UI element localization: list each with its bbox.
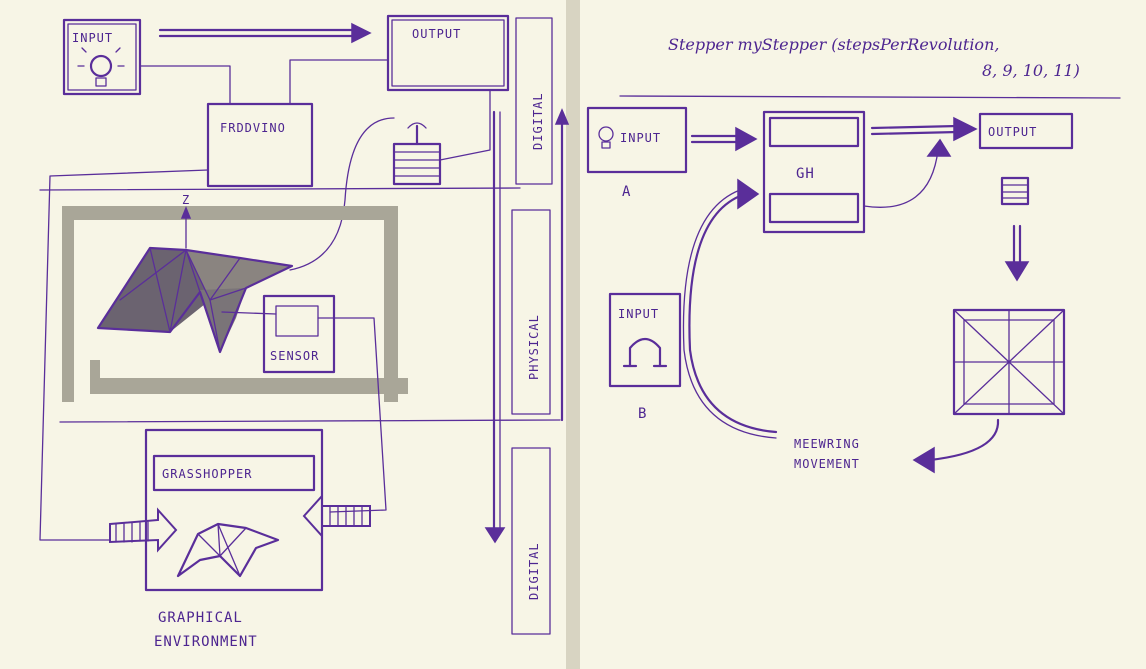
- input-bulb-box: INPUT: [62, 18, 142, 96]
- input-b-label: INPUT: [618, 307, 659, 321]
- graphical-environment-box: GRASSHOPPER: [144, 428, 324, 592]
- physical-zone-top-line: [39, 187, 521, 191]
- wire-arduino-to-output: [289, 59, 389, 105]
- code-line-1: Stepper myStepper (stepsPerRevolution,: [668, 35, 999, 54]
- arrow-down-digital-to-physical: [484, 110, 506, 544]
- physical-label: PHYSICAL: [527, 314, 541, 380]
- arrow-up-physical-to-digital: [554, 108, 570, 422]
- wire-sensor-to-grasshopper: [317, 317, 387, 513]
- arrow-gh-lower-to-output: [863, 149, 939, 208]
- zone-label-physical: PHYSICAL: [511, 209, 551, 415]
- right-page-top-line: [619, 95, 1121, 99]
- gh-label: GH: [796, 166, 815, 182]
- arrow-left-into-grasshopper: [109, 507, 178, 553]
- grasshopper-label: GRASSHOPPER: [162, 467, 252, 481]
- zone-label-digital-bottom: DIGITAL: [511, 447, 551, 635]
- movement-label-line1: MEEWRING: [794, 437, 860, 451]
- digital-bottom-label: DIGITAL: [527, 542, 541, 600]
- wire-stepper-to-model: [289, 117, 395, 271]
- left-page: [0, 0, 566, 669]
- arrow-gh-to-output: [870, 116, 978, 142]
- wire-arduino-to-grasshopper: [39, 169, 209, 541]
- gh-component: GH: [762, 110, 866, 234]
- movement-label-line2: MOVEMENT: [794, 457, 860, 471]
- wire-model-to-sensor: [221, 311, 277, 315]
- digital-faceted-model: [176, 522, 280, 578]
- wire-input-to-arduino: [139, 65, 231, 105]
- label-b: B: [638, 406, 647, 422]
- input-label: INPUT: [72, 31, 113, 45]
- input-a-box: INPUT: [586, 106, 688, 174]
- arrow-input-a-to-gh: [690, 126, 758, 152]
- arrow-panel-to-movement-head: [912, 446, 935, 474]
- light-bulb-icon-small: [598, 126, 614, 149]
- notebook-gutter: [566, 0, 580, 669]
- physical-model-frame: [62, 206, 408, 402]
- arduino-box: FRDDVINO: [206, 102, 314, 188]
- stepper-motor-icon: [392, 122, 442, 186]
- arrow-input-to-output: [158, 22, 372, 44]
- light-bulb-icon: [77, 47, 125, 87]
- output-box-right: OUTPUT: [978, 112, 1074, 150]
- physical-faceted-model: [96, 246, 294, 354]
- arrow-gh-lower-head: [926, 138, 952, 157]
- code-line-2: 8, 9, 10, 11): [982, 61, 1080, 80]
- output-label: OUTPUT: [412, 27, 461, 41]
- magnet-icon: [622, 337, 668, 368]
- arrow-movement-to-gh: [688, 194, 778, 434]
- arrow-right-into-grasshopper: [302, 493, 371, 539]
- physical-zone-bottom-line: [59, 419, 561, 423]
- stepper-motor-icon-small: [1000, 176, 1030, 206]
- digital-top-label: DIGITAL: [531, 92, 545, 150]
- label-a: A: [622, 184, 631, 200]
- output-right-label: OUTPUT: [988, 125, 1037, 139]
- arrow-stepper-to-panel: [1004, 224, 1030, 282]
- arrow-panel-to-movement: [928, 418, 1000, 462]
- input-a-label: INPUT: [620, 131, 661, 145]
- graphical-env-label-line1: GRAPHICAL: [158, 610, 243, 626]
- arduino-label: FRDDVINO: [220, 121, 286, 135]
- kinetic-panel: [952, 308, 1066, 416]
- sensor-box: SENSOR: [262, 294, 336, 374]
- right-page: [580, 0, 1146, 669]
- z-axis: Z: [180, 193, 192, 249]
- wire-output-to-stepper: [439, 89, 491, 161]
- z-axis-label: Z: [182, 193, 190, 207]
- input-b-box: INPUT: [608, 292, 682, 388]
- zone-label-digital-top: DIGITAL: [515, 17, 553, 185]
- arrow-movement-to-gh-head: [737, 178, 760, 210]
- output-box: OUTPUT: [386, 14, 510, 92]
- sensor-label: SENSOR: [270, 349, 319, 363]
- graphical-env-label-line2: ENVIRONMENT: [154, 634, 258, 650]
- arrow-movement-to-gh-outline: [682, 189, 777, 439]
